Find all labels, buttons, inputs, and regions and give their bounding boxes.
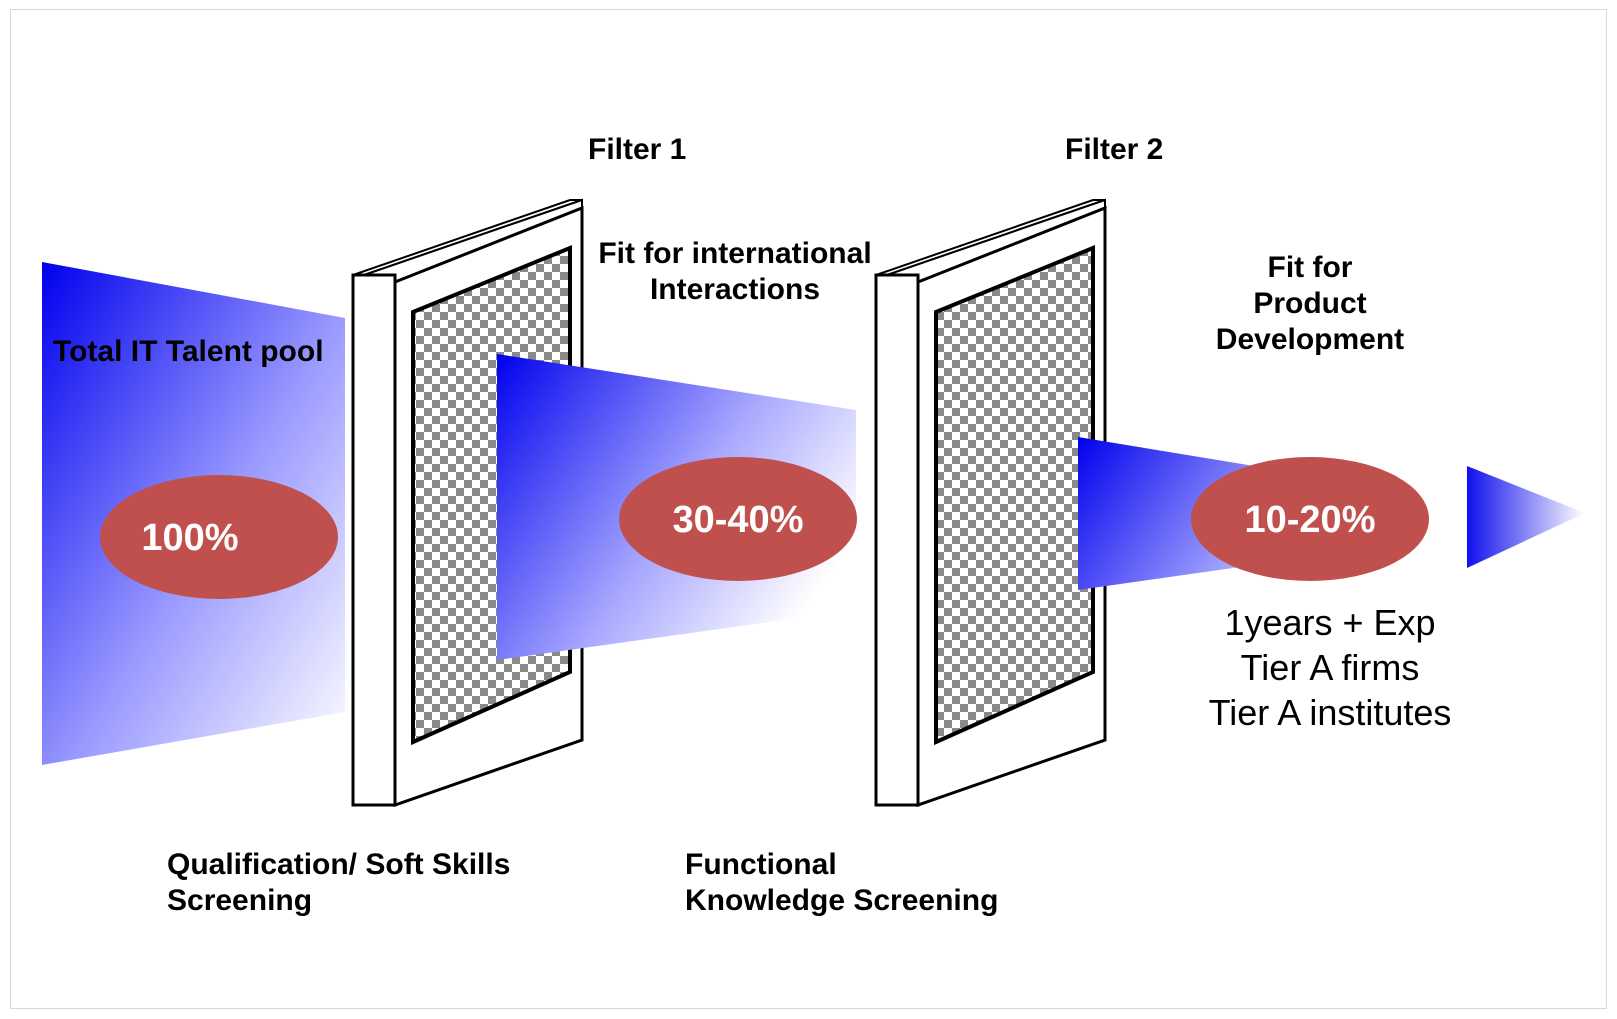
criteria-list: 1years + Exp Tier A firms Tier A institu… — [1180, 600, 1480, 735]
stage-3-ellipse — [1191, 457, 1429, 581]
stage-3-percent: 10-20% — [1244, 499, 1376, 541]
filter-2-screening-line-1: Functional — [685, 848, 837, 881]
filter-2-screening-line-2: Knowledge Screening — [685, 884, 999, 917]
filter-2-fit-line-2: Product — [1253, 287, 1367, 320]
filter-2-fit-label: Fit for Product Development — [1160, 250, 1460, 358]
filter-2-fit-line-1: Fit for — [1267, 251, 1353, 284]
criteria-item: Tier A firms — [1240, 647, 1420, 688]
stage-2-ellipse — [619, 457, 857, 581]
filter-2-title: Filter 2 — [1065, 133, 1164, 166]
filter-1-fit-label: Fit for international Interactions — [570, 236, 900, 308]
filter-1-fit-line-1: Fit for international — [598, 237, 872, 270]
filter-2-screening-label: Functional Knowledge Screening — [685, 847, 998, 919]
criteria-item: 1years + Exp — [1224, 602, 1436, 643]
filter-1-screening-label: Qualification/ Soft Skills Screening — [167, 847, 510, 919]
output-arrow — [1467, 466, 1585, 568]
filter-1-screening-line-1: Qualification/ Soft Skills — [167, 848, 511, 881]
filter-1-fit-line-2: Interactions — [649, 273, 821, 306]
filter-1-screening-line-2: Screening — [167, 884, 313, 917]
filter-1-title: Filter 1 — [588, 133, 687, 166]
filter-2-frame — [874, 198, 1107, 808]
stage-1-percent: 100% — [141, 517, 239, 559]
filter-2-fit-line-3: Development — [1215, 323, 1405, 356]
stage-1-ellipse — [100, 475, 338, 599]
talent-pool-label: Total IT Talent pool — [53, 335, 324, 368]
criteria-item: Tier A institutes — [1208, 692, 1452, 733]
stage-2-percent: 30-40% — [672, 499, 804, 541]
